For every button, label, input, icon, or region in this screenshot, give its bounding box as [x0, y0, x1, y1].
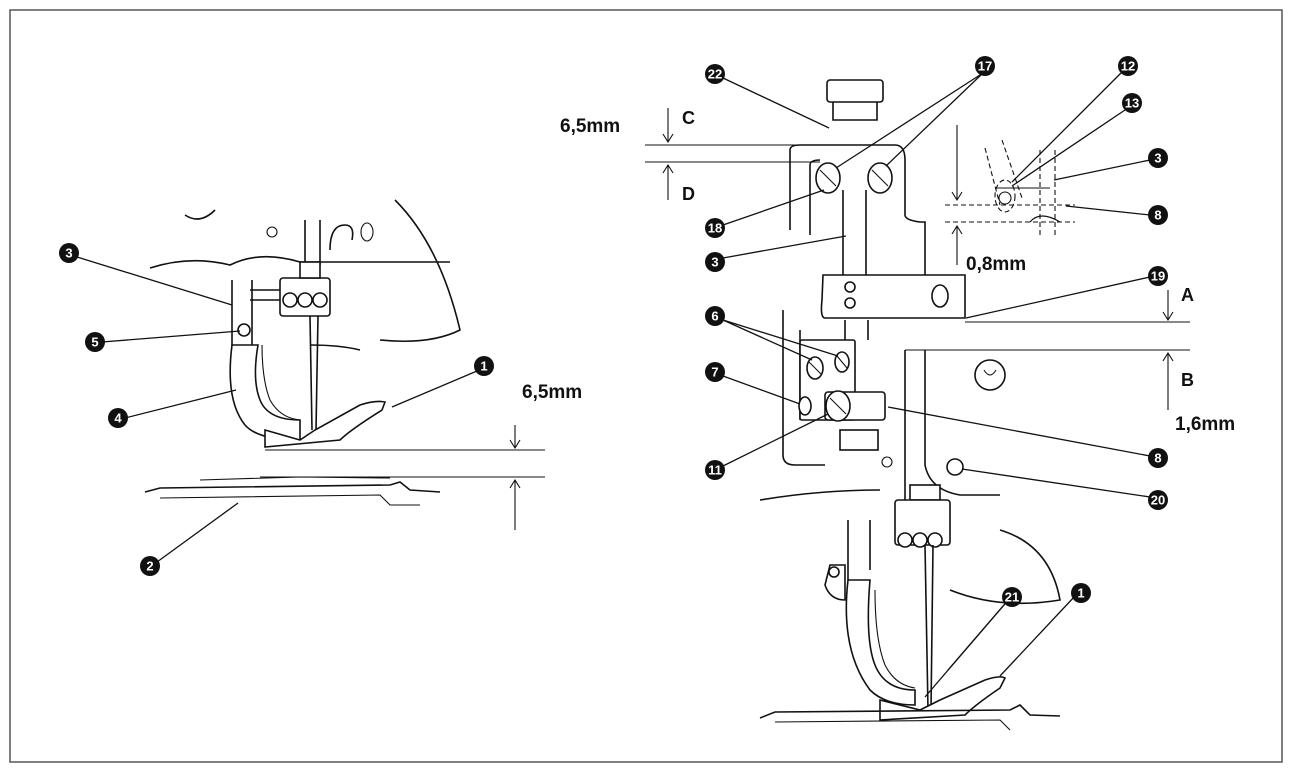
svg-text:20: 20: [1151, 493, 1165, 508]
callout-11: 11: [705, 460, 725, 480]
svg-text:6: 6: [711, 309, 718, 324]
figure-frame: [9, 9, 1283, 763]
letter-c: C: [682, 108, 695, 128]
svg-text:21: 21: [1005, 590, 1019, 605]
svg-text:11: 11: [708, 463, 722, 478]
svg-text:3: 3: [1154, 151, 1161, 166]
svg-text:1: 1: [480, 359, 487, 374]
callout-19: 19: [1148, 266, 1168, 286]
callout-5: 5: [85, 332, 105, 352]
letter-b: B: [1181, 370, 1194, 390]
letter-a: A: [1181, 285, 1194, 305]
svg-text:19: 19: [1151, 269, 1165, 284]
left-figure: [76, 199, 545, 563]
callout-3-right: 3: [705, 252, 725, 272]
dim-top-6-5mm: 6,5mm: [560, 116, 620, 137]
svg-text:13: 13: [1125, 96, 1139, 111]
svg-text:18: 18: [708, 221, 722, 236]
right-figure: [645, 72, 1190, 731]
svg-text:8: 8: [1154, 208, 1161, 223]
callout-3-left: 3: [59, 243, 79, 263]
callout-2: 2: [140, 556, 160, 576]
svg-text:8: 8: [1154, 451, 1161, 466]
svg-text:4: 4: [114, 411, 122, 426]
callout-6: 6: [705, 306, 725, 326]
svg-text:1: 1: [1077, 586, 1084, 601]
svg-text:12: 12: [1121, 59, 1135, 74]
callout-8-right: 8: [1148, 448, 1168, 468]
svg-text:17: 17: [978, 59, 992, 74]
callout-21: 21: [1002, 587, 1022, 607]
dim-left-6-5mm: 6,5mm: [522, 382, 582, 403]
callout-8-inset: 8: [1148, 205, 1168, 225]
callout-17: 17: [975, 56, 995, 76]
callout-13: 13: [1122, 93, 1142, 113]
svg-text:2: 2: [146, 559, 153, 574]
callout-7: 7: [705, 362, 725, 382]
dim-1-6mm: 1,6mm: [1175, 414, 1235, 435]
callout-1-left: 1: [474, 356, 494, 376]
svg-text:7: 7: [711, 365, 718, 380]
callout-20: 20: [1148, 490, 1168, 510]
callout-3-inset: 3: [1148, 148, 1168, 168]
svg-text:3: 3: [711, 255, 718, 270]
letter-d: D: [682, 184, 695, 204]
callout-12: 12: [1118, 56, 1138, 76]
svg-text:22: 22: [708, 67, 722, 82]
svg-text:5: 5: [91, 335, 98, 350]
callout-18: 18: [705, 218, 725, 238]
svg-text:3: 3: [65, 246, 72, 261]
callout-4: 4: [108, 408, 128, 428]
callout-22: 22: [705, 64, 725, 84]
callout-1-right: 1: [1071, 583, 1091, 603]
dim-0-8mm: 0,8mm: [966, 254, 1026, 275]
